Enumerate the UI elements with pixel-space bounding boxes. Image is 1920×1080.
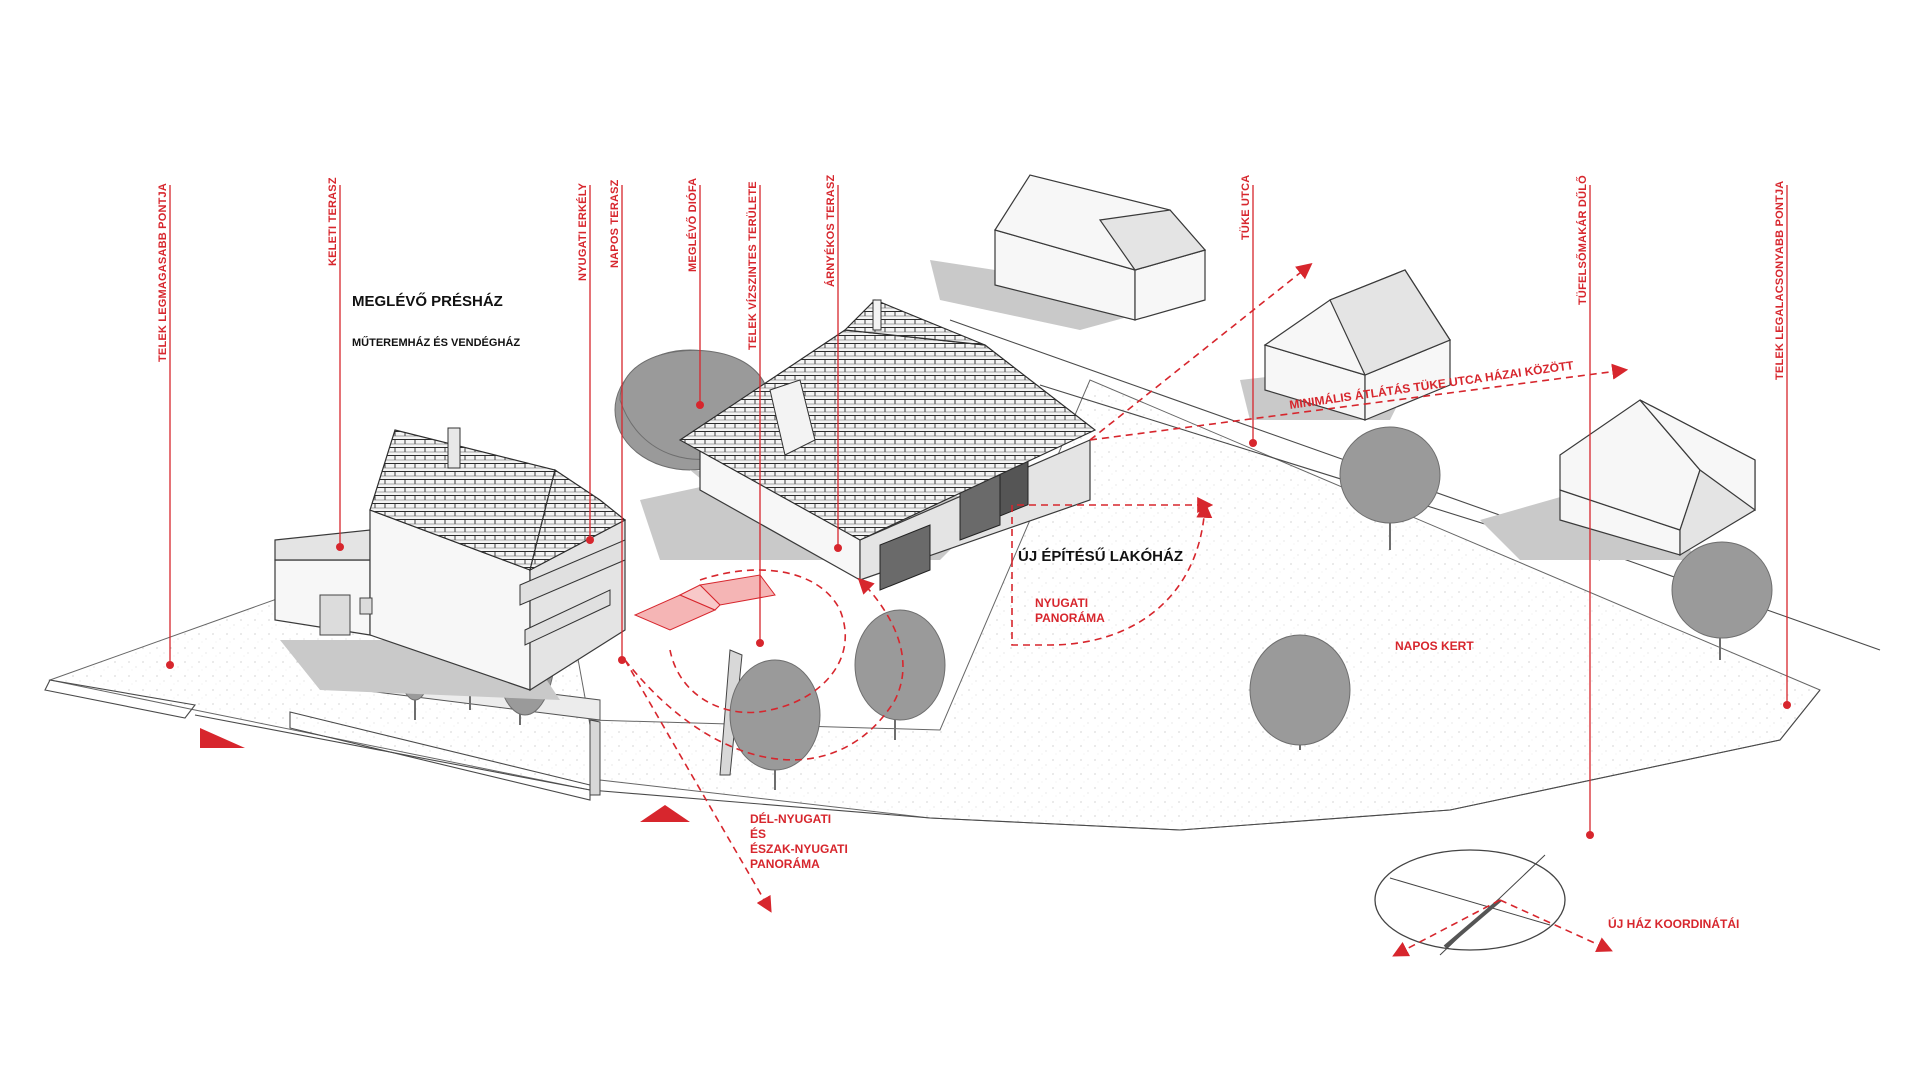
label-tufelsomakar: TÜFELSŐMAKÁR DŰLŐ	[1576, 175, 1589, 305]
trees	[394, 349, 1773, 790]
view-arrows	[624, 263, 1629, 913]
coordinates-label: ÚJ HÁZ KOORDINÁTÁI	[1608, 916, 1739, 931]
sunny-garden-label: NAPOS KERT	[1395, 639, 1474, 653]
press-house-title: MEGLÉVŐ PRÉSHÁZ	[352, 292, 503, 310]
direction-marker-south	[640, 805, 690, 822]
label-shady-terrace: ÁRNYÉKOS TERASZ	[824, 175, 837, 287]
west-panorama-line2: PANORÁMA	[1035, 610, 1105, 625]
coordinates-compass	[1374, 849, 1613, 957]
label-level-area: TELEK VÍZSZINTES TERÜLETE	[746, 181, 759, 350]
west-panorama-line1: NYUGATI	[1035, 596, 1088, 610]
sw-nw-line4: PANORÁMA	[750, 856, 820, 871]
new-house-title: ÚJ ÉPÍTÉSŰ LAKÓHÁZ	[1018, 547, 1183, 565]
direction-marker-west	[200, 728, 245, 748]
label-sunny-terrace: NAPOS TERASZ	[609, 179, 621, 268]
new-house	[678, 299, 1097, 591]
callout-stakes	[166, 185, 1791, 839]
press-house	[274, 427, 627, 700]
press-house-subtitle: MŰTEREMHÁZ ÉS VENDÉGHÁZ	[352, 336, 520, 349]
label-tuke-street: TÜKE UTCA	[1239, 175, 1252, 240]
sw-nw-line1: DÉL-NYUGATI	[750, 811, 831, 826]
label-east-terrace: KELETI TERASZ	[327, 177, 339, 266]
sw-nw-line3: ÉSZAK-NYUGATI	[750, 841, 848, 856]
label-highest-point: TELEK LEGMAGASABB PONTJA	[157, 183, 169, 362]
label-lowest-point: TELEK LEGALACSONYABB PONTJA	[1774, 181, 1786, 380]
sw-nw-line2: ÉS	[750, 826, 766, 841]
label-walnut-tree: MEGLÉVŐ DIÓFA	[686, 178, 699, 272]
terrace-areas	[633, 574, 776, 631]
label-west-balcony: NYUGATI ERKÉLY	[576, 182, 589, 281]
vertical-labels: TELEK LEGMAGASABB PONTJA KELETI TERASZ N…	[157, 175, 1786, 380]
